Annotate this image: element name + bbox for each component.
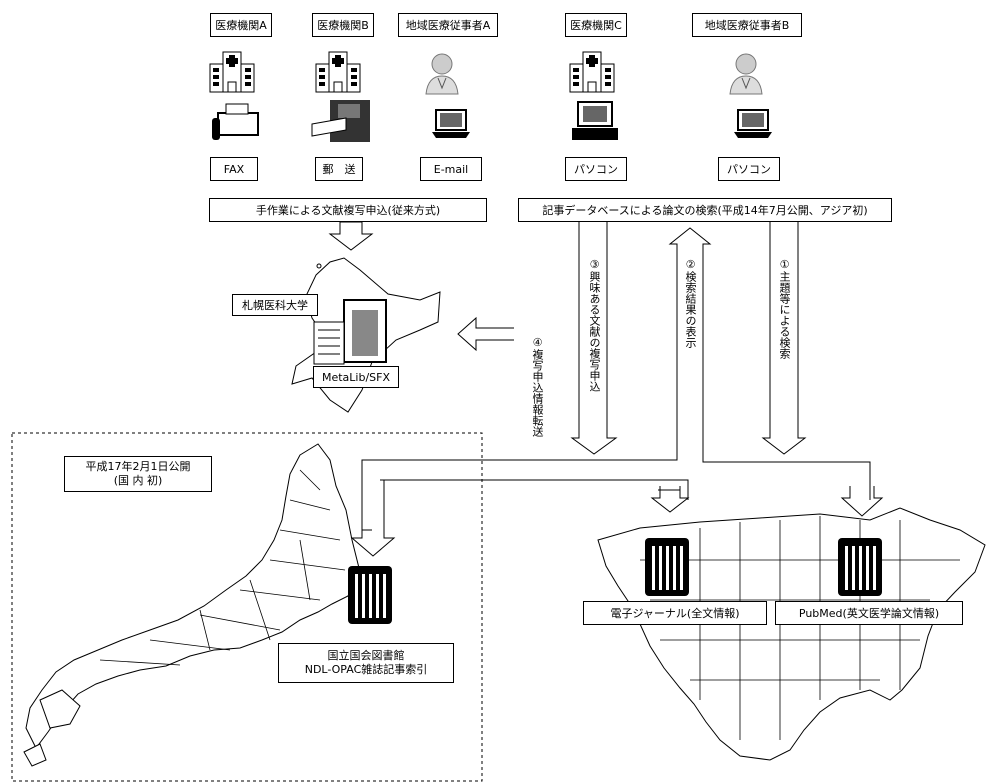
doctor-icon <box>425 53 459 95</box>
source-label: 医療機関B <box>312 13 374 37</box>
pubmed-label: PubMed(英文医学論文情報) <box>775 601 963 625</box>
sapporo-server-icon <box>313 299 387 365</box>
release-date: 平成17年2月1日公開 <box>85 460 191 473</box>
step2-arrow <box>668 227 712 450</box>
hospital-icon <box>315 51 361 93</box>
manual-request-box: 手作業による文献複写申込(従来方式) <box>209 198 487 222</box>
step1-arrow <box>761 222 807 455</box>
pubmed-server-icon <box>838 538 882 596</box>
source-label: 医療機関A <box>210 13 272 37</box>
metalib-sfx-label: MetaLib/SFX <box>313 366 399 388</box>
north-america-map <box>597 507 986 761</box>
source-label: 地域医療従事者B <box>692 13 802 37</box>
source-label: 地域医療従事者A <box>398 13 498 37</box>
hospital-icon <box>209 51 255 93</box>
sapporo-label: 札幌医科大学 <box>232 294 318 316</box>
device-label: 郵 送 <box>315 157 363 181</box>
release-note: 平成17年2月1日公開 (国 内 初) <box>64 456 212 492</box>
hospital-icon <box>569 51 615 93</box>
db-search-box: 記事データベースによる論文の検索(平成14年7月公開、アジア初) <box>518 198 892 222</box>
step4-arrow <box>457 316 514 352</box>
doctor-icon <box>729 53 763 95</box>
ndl-opac: NDL-OPAC雑誌記事索引 <box>304 663 428 676</box>
step3-label: ③興味ある文献の複写申込 <box>587 258 601 392</box>
fax-icon <box>212 103 259 140</box>
ndl-label: 国立国会図書館 NDL-OPAC雑誌記事索引 <box>278 643 454 683</box>
step3-arrow <box>570 222 618 455</box>
device-label: パソコン <box>565 157 627 181</box>
desktop-computer-icon <box>572 101 618 140</box>
release-scope: (国 内 初) <box>113 474 163 487</box>
step2-label: ②検索結果の表示 <box>683 258 697 348</box>
device-label: E-mail <box>420 157 482 181</box>
laptop-icon <box>733 109 773 139</box>
ndl-name: 国立国会図書館 <box>327 649 405 662</box>
device-label: FAX <box>210 157 258 181</box>
ejournal-server-icon <box>645 538 689 596</box>
ndl-server-icon <box>348 566 392 624</box>
mailbox-icon <box>311 100 370 142</box>
source-label: 医療機関C <box>565 13 627 37</box>
step4-label: ④複写申込情報転送 <box>530 336 544 437</box>
manual-request-arrow <box>328 221 374 251</box>
ejournal-label: 電子ジャーナル(全文情報) <box>583 601 767 625</box>
laptop-icon <box>431 109 471 139</box>
step1-label: ①主題等による検索 <box>777 258 791 359</box>
device-label: パソコン <box>718 157 780 181</box>
